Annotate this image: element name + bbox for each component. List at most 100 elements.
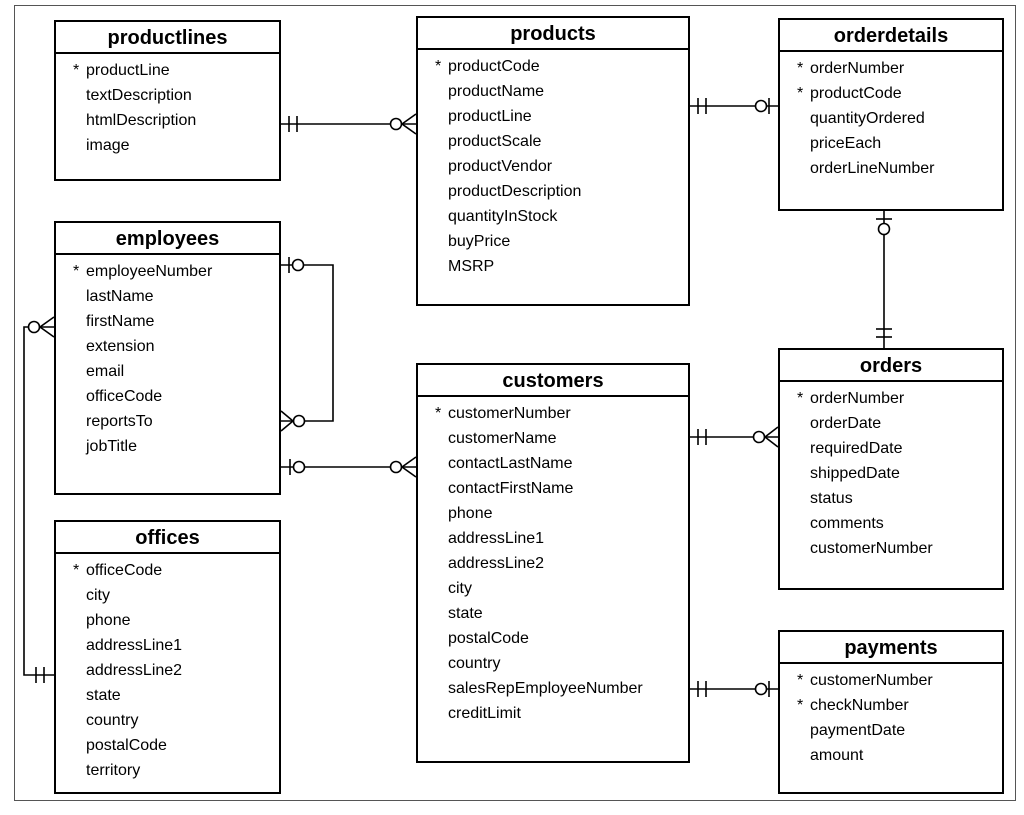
- field-name: phone: [86, 612, 131, 629]
- field-row: comments: [780, 511, 1002, 536]
- field-row: shippedDate: [780, 461, 1002, 486]
- primary-key-marker: *: [73, 62, 80, 79]
- field-name: productLine: [448, 108, 532, 125]
- field-name: officeCode: [86, 562, 163, 579]
- field-name: quantityInStock: [448, 208, 558, 225]
- field-name: state: [86, 687, 121, 704]
- field-name: shippedDate: [810, 465, 900, 482]
- primary-key-marker: *: [797, 697, 804, 714]
- field-row: * employeeNumber: [56, 259, 279, 284]
- entity-title: payments: [780, 632, 1002, 664]
- field-name: MSRP: [448, 258, 495, 275]
- field-row: addressLine2: [56, 658, 279, 683]
- rel-productlines-products: [281, 113, 417, 135]
- field-name: employeeNumber: [86, 263, 213, 280]
- field-list: *productLine textDescription htmlDescripti…: [56, 54, 279, 158]
- rel-customers-payments: [690, 681, 778, 697]
- primary-key-marker: *: [73, 263, 80, 280]
- field-name: image: [86, 137, 130, 154]
- field-name: orderNumber: [810, 390, 905, 407]
- field-row: addressLine1: [56, 633, 279, 658]
- field-row: htmlDescription: [56, 108, 279, 133]
- field-row: email: [56, 359, 279, 384]
- entity-payments: payments *customerNumber * checkNumber payme…: [778, 630, 1004, 794]
- primary-key-marker: *: [797, 85, 804, 102]
- rel-employees-reportsto: [280, 257, 334, 432]
- field-row: contactLastName: [418, 451, 688, 476]
- field-row: productLine: [418, 104, 688, 129]
- field-name: city: [86, 587, 110, 604]
- entity-title: products: [418, 18, 688, 50]
- field-row: image: [56, 133, 279, 158]
- field-row: *customerNumber: [780, 668, 1002, 693]
- field-row: salesRepEmployeeNumber: [418, 676, 688, 701]
- field-row: postalCode: [418, 626, 688, 651]
- field-name: customerNumber: [448, 405, 571, 422]
- field-row: * checkNumber: [780, 693, 1002, 718]
- field-row: postalCode: [56, 733, 279, 758]
- field-row: * orderNumber: [780, 386, 1002, 411]
- field-row: *officeCode: [56, 558, 279, 583]
- field-row: jobTitle: [56, 434, 279, 459]
- field-name: officeCode: [86, 388, 163, 405]
- field-row: country: [56, 708, 279, 733]
- primary-key-marker: *: [797, 60, 804, 77]
- field-name: reportsTo: [86, 413, 153, 430]
- field-row: status: [780, 486, 1002, 511]
- field-row: creditLimit: [418, 701, 688, 726]
- rel-products-orderdetails: [690, 98, 778, 114]
- field-name: lastName: [86, 288, 154, 305]
- field-row: orderLineNumber: [780, 156, 1002, 181]
- field-row: *productLine: [56, 58, 279, 83]
- field-row: phone: [418, 501, 688, 526]
- field-name: comments: [810, 515, 884, 532]
- field-row: buyPrice: [418, 229, 688, 254]
- field-row: productVendor: [418, 154, 688, 179]
- entity-title: orders: [780, 350, 1002, 382]
- field-name: productCode: [810, 85, 902, 102]
- rel-orderdetails-orders: [876, 211, 892, 348]
- field-name: productName: [448, 83, 545, 100]
- field-row: productDescription: [418, 179, 688, 204]
- field-name: addressLine1: [86, 637, 183, 654]
- field-name: priceEach: [810, 135, 882, 152]
- field-name: htmlDescription: [86, 112, 197, 129]
- field-row: orderDate: [780, 411, 1002, 436]
- field-name: city: [448, 580, 472, 597]
- field-row: state: [56, 683, 279, 708]
- field-name: firstName: [86, 313, 155, 330]
- field-name: checkNumber: [810, 697, 909, 714]
- primary-key-marker: *: [797, 390, 804, 407]
- field-row: priceEach: [780, 131, 1002, 156]
- field-name: textDescription: [86, 87, 192, 104]
- field-name: salesRepEmployeeNumber: [448, 680, 643, 697]
- field-row: city: [418, 576, 688, 601]
- field-row: contactFirstName: [418, 476, 688, 501]
- field-name: postalCode: [86, 737, 167, 754]
- field-row: addressLine2: [418, 551, 688, 576]
- field-row: MSRP: [418, 254, 688, 279]
- field-row: paymentDate: [780, 718, 1002, 743]
- field-name: status: [810, 490, 853, 507]
- rel-customers-orders: [690, 426, 779, 448]
- field-name: country: [86, 712, 139, 729]
- field-name: productScale: [448, 133, 542, 150]
- field-name: contactLastName: [448, 455, 573, 472]
- entity-title: employees: [56, 223, 279, 255]
- field-row: *customerNumber: [418, 401, 688, 426]
- field-row: quantityInStock: [418, 204, 688, 229]
- rel-offices-employees: [23, 316, 55, 683]
- field-row: firstName: [56, 309, 279, 334]
- field-name: phone: [448, 505, 493, 522]
- field-name: addressLine1: [448, 530, 545, 547]
- field-name: orderDate: [810, 415, 882, 432]
- field-row: textDescription: [56, 83, 279, 108]
- field-row: state: [418, 601, 688, 626]
